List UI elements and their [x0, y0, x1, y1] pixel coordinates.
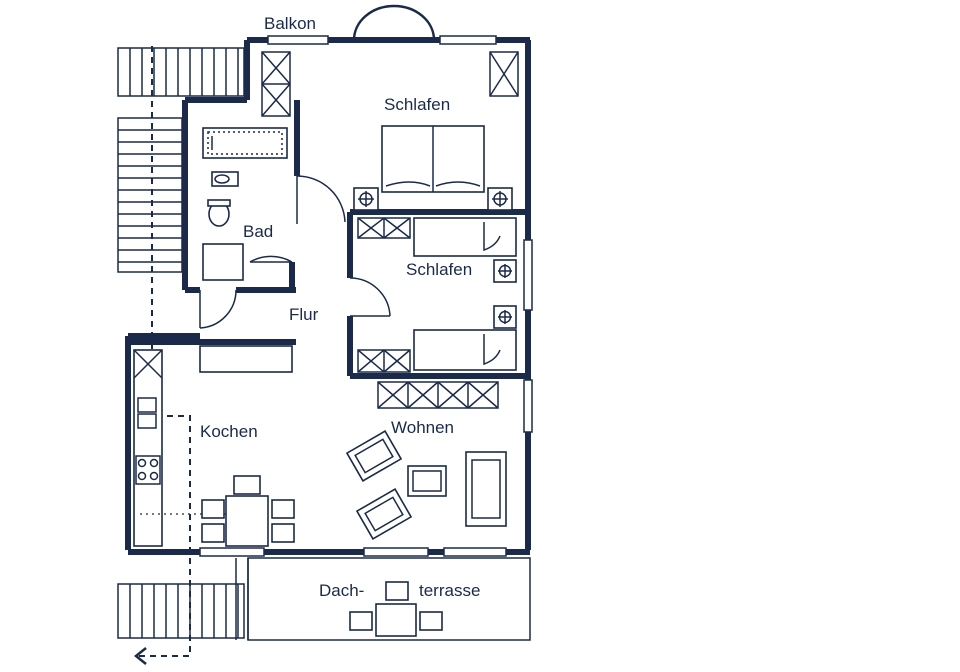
- interior-walls: [128, 100, 528, 379]
- room-label-wohnen: Wohnen: [391, 418, 454, 437]
- room-label-kochen: Kochen: [200, 422, 258, 441]
- room-label-schlafen-2: Schlafen: [406, 260, 472, 279]
- roof-terrace: [235, 557, 531, 641]
- room-label-dachterrasse-part1: Dach-: [319, 581, 364, 600]
- exterior-stairs: [117, 46, 245, 665]
- room-label-dachterrasse-part2: terrasse: [419, 581, 480, 600]
- kitchen-counter: [133, 345, 293, 547]
- single-beds: [413, 217, 517, 371]
- balcony-door: [352, 4, 436, 42]
- room-label-schlafen-1: Schlafen: [384, 95, 450, 114]
- door-swings: [199, 175, 391, 329]
- room-label-bad: Bad: [243, 222, 273, 241]
- living-furniture: [345, 430, 507, 540]
- dining-set: [201, 475, 295, 547]
- room-label-flur: Flur: [289, 305, 319, 324]
- double-bed: [353, 125, 513, 211]
- windows: [199, 35, 533, 557]
- bathroom-fixtures: [202, 127, 288, 281]
- wardrobes: [261, 51, 519, 409]
- room-label-balkon: Balkon: [264, 14, 316, 33]
